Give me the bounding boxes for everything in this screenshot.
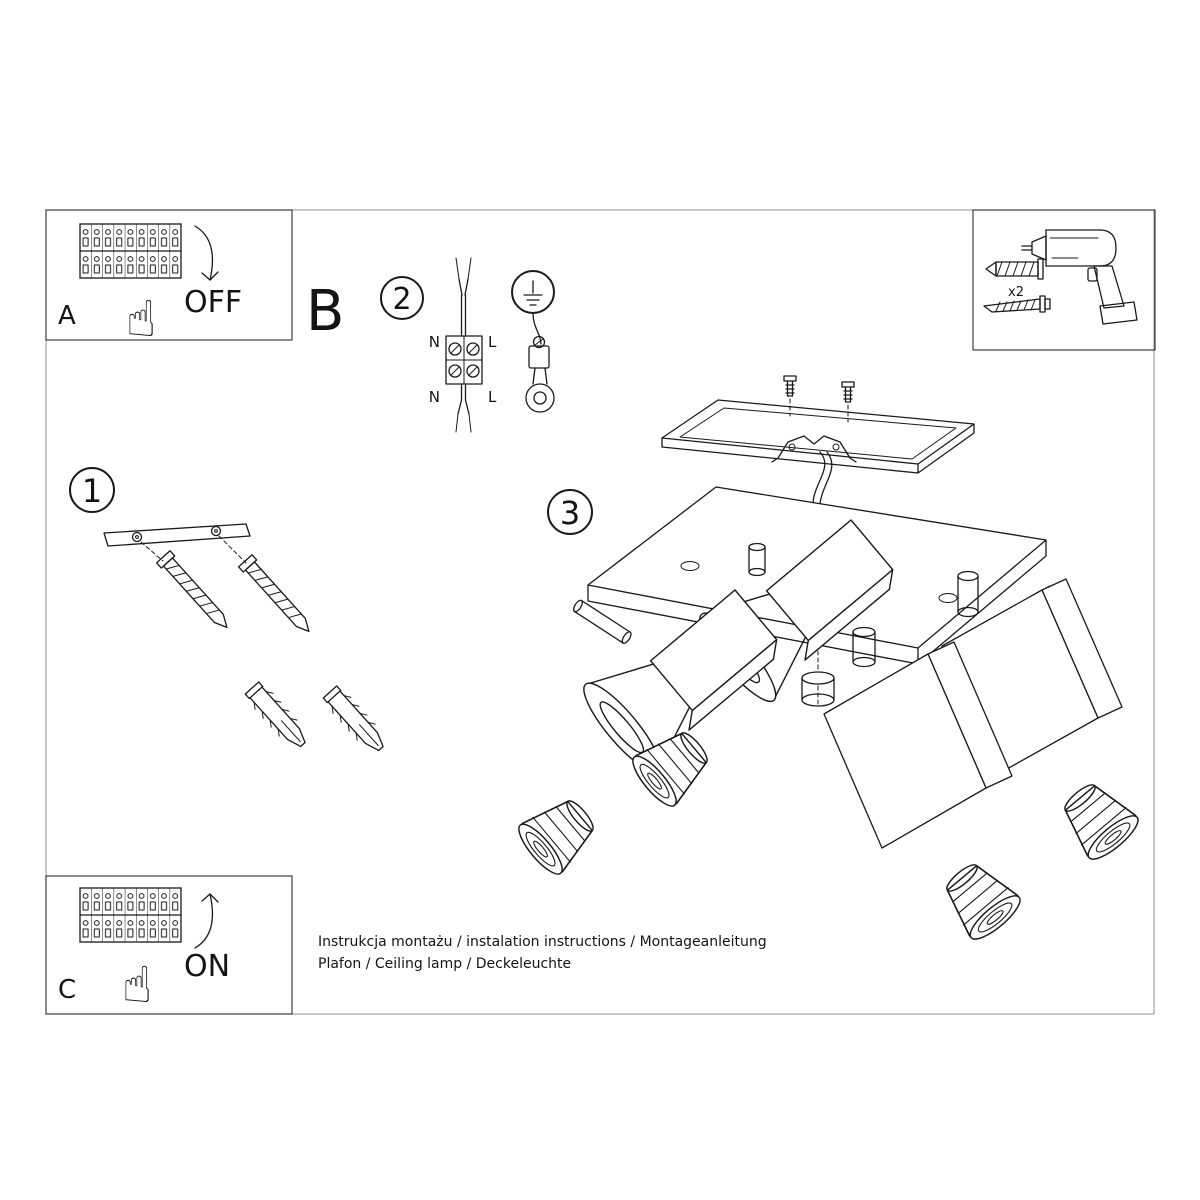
step-2-number: 2 [392,282,411,317]
mounting-bracket [103,523,251,547]
pivot-pin [573,599,632,644]
alignment-dashes [140,535,247,564]
mounting-screw-icon [237,554,317,639]
on-label: ON [184,949,230,984]
gu10-bulb-icon [511,787,606,881]
holder-cylinder [748,542,766,577]
mounting-strap [771,435,857,463]
step-2-circle [380,276,424,320]
supply-cable [455,257,472,337]
earth-symbol-icon [511,270,555,314]
wire-l-bottom-label: L [488,388,497,406]
section-c-box: ☝ ON C [45,875,293,1015]
section-b-letter: B [306,279,344,344]
terminal-block [445,335,483,385]
wall-plug-icon [985,258,1044,280]
wire-n-bottom-label: N [429,388,440,406]
switch-down-arrow-icon [194,225,219,281]
section-c-letter: C [58,975,76,1005]
gu10-bulb-icon [1051,772,1145,867]
holder-cylinder [957,570,979,618]
hand-icon: ☝ [122,956,152,1014]
section-a-box: ☝ OFF A [45,209,293,348]
footer: Instrukcja montażu / instalation instruc… [318,934,767,972]
step-3-group: 3 [511,375,1145,947]
footer-line-2: Plafon / Ceiling lamp / Deckeleuchte [318,956,571,972]
outer-frame [45,209,1155,1015]
step-1-group: 1 [69,467,391,758]
holder-cylinder [852,626,876,668]
step-3-number: 3 [560,494,580,532]
step-1-circle [69,467,115,513]
spacer-cylinder [801,671,835,707]
drill-icon [1021,229,1138,325]
earth-terminal-lug [525,312,555,413]
wire-l-top-label: L [488,333,497,351]
hand-icon: ☝ [126,290,156,348]
off-label: OFF [184,285,242,320]
fixture-cable [455,383,472,433]
footer-line-1: Instrukcja montażu / instalation instruc… [318,934,767,950]
step-2-group: 2 N L N L [380,257,555,433]
spotlight-square [823,641,1013,849]
gu10-bulb-icon [933,852,1027,947]
mounting-screw-icon [155,550,235,635]
plug-count-label: x2 [1008,285,1024,300]
step-3-circle [547,489,593,535]
wall-anchor-icon [242,679,313,754]
wall-anchor-icon [320,683,391,758]
screw-icon [983,295,1051,313]
step-1-number: 1 [82,472,102,510]
switch-up-arrow-icon [194,893,219,949]
breaker-panel-icon [79,887,182,943]
wire-n-top-label: N [429,333,440,351]
section-a-letter: A [58,301,76,331]
breaker-panel-icon [79,223,182,279]
tools-box: x2 [972,209,1156,351]
